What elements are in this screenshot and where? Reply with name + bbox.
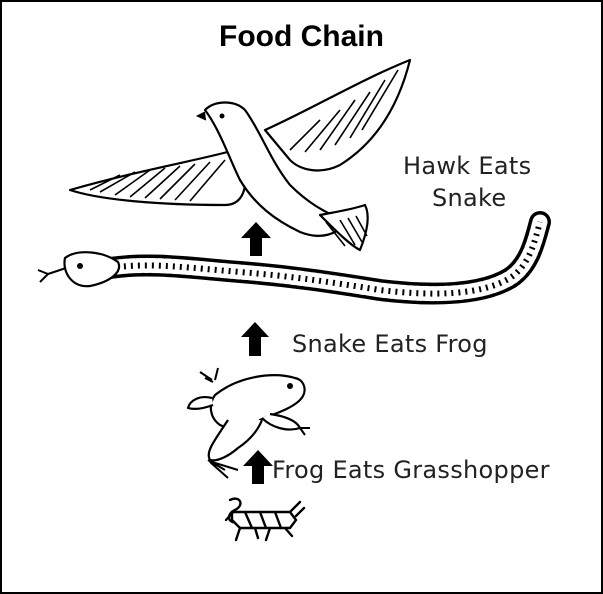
grasshopper-illustration [0,0,603,592]
